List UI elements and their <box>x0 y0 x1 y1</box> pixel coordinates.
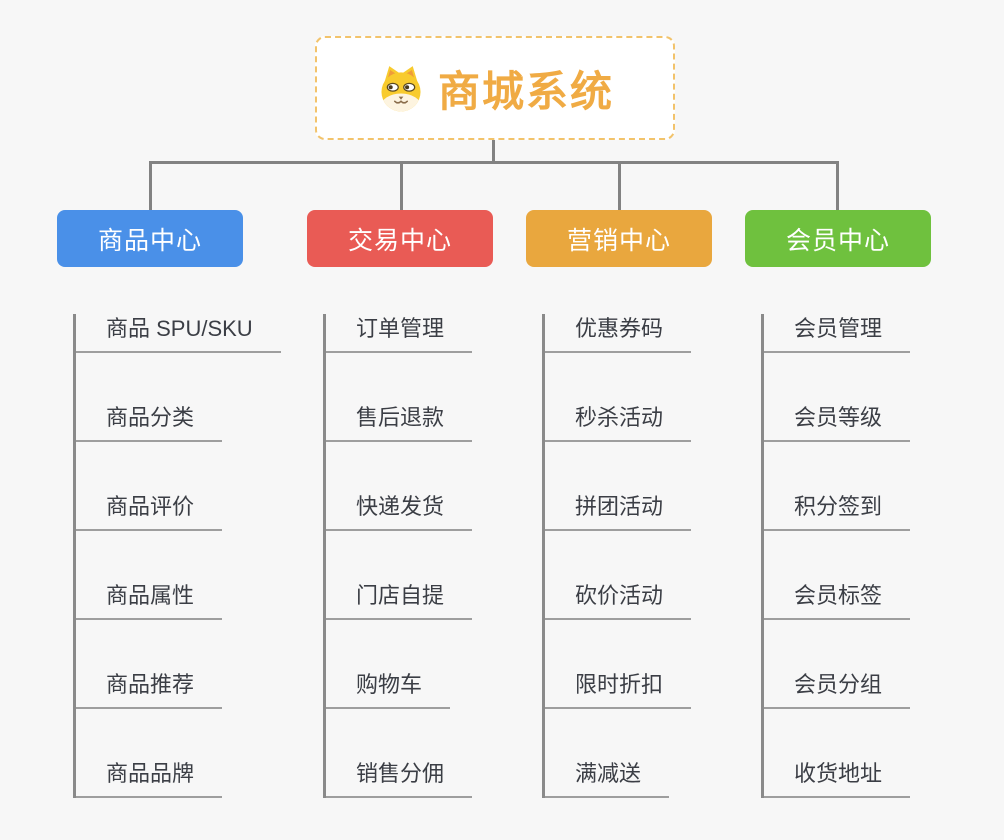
child-node[interactable]: 商品评价 <box>76 492 223 531</box>
root-node[interactable]: 商城系统 <box>315 36 675 140</box>
branch-header-product[interactable]: 商品中心 <box>57 210 243 267</box>
child-node[interactable]: 会员分组 <box>764 670 911 709</box>
connector-drop-member <box>836 161 839 210</box>
child-node[interactable]: 优惠券码 <box>545 314 692 353</box>
branch-member: 会员中心 会员管理 会员等级 积分签到 会员标签 会员分组 收货地址 <box>745 210 931 798</box>
branch-header-marketing[interactable]: 营销中心 <box>526 210 712 267</box>
child-node[interactable]: 秒杀活动 <box>545 403 692 442</box>
root-title: 商城系统 <box>437 67 614 115</box>
child-node[interactable]: 积分签到 <box>764 492 911 531</box>
child-node[interactable]: 会员标签 <box>764 581 911 620</box>
child-node[interactable]: 商品属性 <box>76 581 223 620</box>
child-node[interactable]: 拼团活动 <box>545 492 692 531</box>
child-node[interactable]: 满减送 <box>545 759 670 798</box>
child-node[interactable]: 限时折扣 <box>545 670 692 709</box>
branch-children-marketing: 优惠券码 秒杀活动 拼团活动 砍价活动 限时折扣 满减送 <box>542 314 712 798</box>
connector-horizontal-bar <box>149 161 839 164</box>
dog-face-icon <box>376 63 426 113</box>
child-node[interactable]: 商品分类 <box>76 403 223 442</box>
branch-trade: 交易中心 订单管理 售后退款 快递发货 门店自提 购物车 销售分佣 <box>307 210 493 798</box>
child-node[interactable]: 购物车 <box>326 670 451 709</box>
branch-children-product: 商品 SPU/SKU 商品分类 商品评价 商品属性 商品推荐 商品品牌 <box>73 314 281 798</box>
child-node[interactable]: 销售分佣 <box>326 759 473 798</box>
child-node[interactable]: 会员等级 <box>764 403 911 442</box>
branch-marketing: 营销中心 优惠券码 秒杀活动 拼团活动 砍价活动 限时折扣 满减送 <box>526 210 712 798</box>
child-node[interactable]: 商品推荐 <box>76 670 223 709</box>
child-node[interactable]: 会员管理 <box>764 314 911 353</box>
child-node[interactable]: 门店自提 <box>326 581 473 620</box>
branch-header-member[interactable]: 会员中心 <box>745 210 931 267</box>
child-node[interactable]: 快递发货 <box>326 492 473 531</box>
connector-drop-product <box>149 161 152 210</box>
branch-children-trade: 订单管理 售后退款 快递发货 门店自提 购物车 销售分佣 <box>323 314 493 798</box>
child-node[interactable]: 订单管理 <box>326 314 473 353</box>
child-node[interactable]: 砍价活动 <box>545 581 692 620</box>
child-node[interactable]: 收货地址 <box>764 759 911 798</box>
branch-header-trade[interactable]: 交易中心 <box>307 210 493 267</box>
child-node[interactable]: 商品 SPU/SKU <box>76 314 281 353</box>
child-node[interactable]: 商品品牌 <box>76 759 223 798</box>
connector-root-stem <box>492 140 495 163</box>
branch-product: 商品中心 商品 SPU/SKU 商品分类 商品评价 商品属性 商品推荐 商品品牌 <box>57 210 281 798</box>
branch-children-member: 会员管理 会员等级 积分签到 会员标签 会员分组 收货地址 <box>761 314 931 798</box>
child-node[interactable]: 售后退款 <box>326 403 473 442</box>
connector-drop-marketing <box>618 161 621 210</box>
connector-drop-trade <box>400 161 403 210</box>
